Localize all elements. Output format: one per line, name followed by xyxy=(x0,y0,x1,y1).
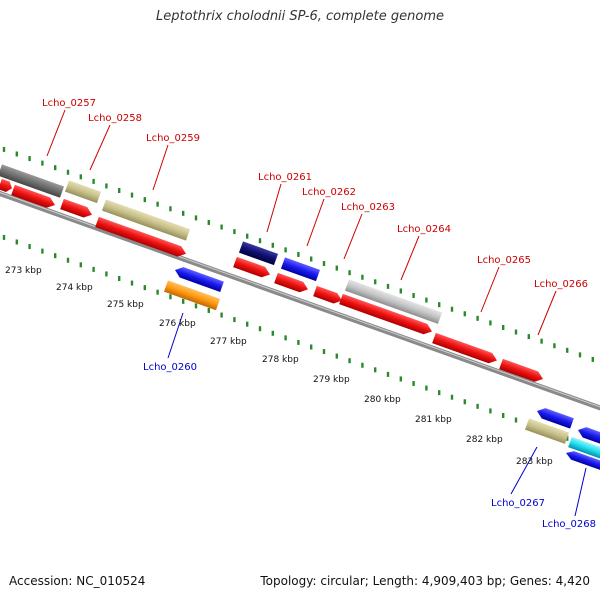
map-title: Leptothrix cholodnii SP-6, complete geno… xyxy=(156,9,444,24)
kbp-label-276: 276 kbp xyxy=(159,319,196,329)
feature-red-cds-j[interactable] xyxy=(499,358,545,384)
feature-blue-rev-0268b[interactable] xyxy=(564,449,600,473)
feature-red-cds-a[interactable] xyxy=(0,178,14,194)
gene-labels: Lcho_0257 Lcho_0258 Lcho_0259 Lcho_0261 … xyxy=(42,98,596,530)
gene-label-lcho-0258[interactable]: Lcho_0258 xyxy=(88,113,142,124)
feature-red-cds-c[interactable] xyxy=(60,198,94,220)
gene-label-lcho-0267[interactable]: Lcho_0267 xyxy=(491,498,545,509)
leader-line xyxy=(167,312,184,359)
feature-red-cds-i[interactable] xyxy=(432,332,499,366)
feature-gray-0257[interactable] xyxy=(0,164,65,198)
kbp-label-273: 273 kbp xyxy=(5,266,42,276)
leader-line xyxy=(574,467,587,517)
kbp-label-281: 281 kbp xyxy=(415,415,452,425)
feature-layer xyxy=(0,109,600,517)
feature-cyan-0268[interactable] xyxy=(568,436,600,462)
feature-blue-0262[interactable] xyxy=(280,257,321,282)
accession-text: Accession: NC_010524 xyxy=(9,574,146,588)
gene-label-lcho-0262[interactable]: Lcho_0262 xyxy=(302,187,356,198)
feature-lgray-0264[interactable] xyxy=(344,279,443,324)
leader-line xyxy=(89,124,111,171)
gene-label-lcho-0257[interactable]: Lcho_0257 xyxy=(42,98,96,109)
kbp-label-274: 274 kbp xyxy=(56,283,93,293)
leader-line xyxy=(480,266,500,313)
leader-line xyxy=(510,446,538,495)
gene-label-lcho-0266[interactable]: Lcho_0266 xyxy=(534,279,588,290)
gene-label-lcho-0265[interactable]: Lcho_0265 xyxy=(477,255,531,266)
feature-blue-rev-0268[interactable] xyxy=(576,425,600,447)
feature-red-cds-g[interactable] xyxy=(313,285,344,306)
kbp-labels: 273 kbp 274 kbp 275 kbp 276 kbp 277 kbp … xyxy=(5,266,553,467)
feature-tan-0258[interactable] xyxy=(64,180,102,204)
kbp-label-283: 283 kbp xyxy=(516,457,553,467)
genome-backbone-highlight xyxy=(0,192,600,408)
feature-orange-0260[interactable] xyxy=(163,280,221,311)
leader-line xyxy=(266,183,282,233)
feature-red-cds-f[interactable] xyxy=(274,272,310,295)
feature-red-cds-h[interactable] xyxy=(339,293,434,337)
leader-line xyxy=(306,198,325,247)
feature-navy-0261[interactable] xyxy=(238,241,279,266)
leader-line xyxy=(152,144,169,191)
kbp-label-282: 282 kbp xyxy=(466,435,503,445)
kbp-label-275: 275 kbp xyxy=(107,300,144,310)
leader-line xyxy=(343,213,363,260)
gene-label-lcho-0268[interactable]: Lcho_0268 xyxy=(542,519,596,530)
gene-label-lcho-0260[interactable]: Lcho_0260 xyxy=(143,362,197,373)
leader-line xyxy=(537,290,557,336)
kbp-label-278: 278 kbp xyxy=(262,355,299,365)
gene-label-lcho-0263[interactable]: Lcho_0263 xyxy=(341,202,395,213)
feature-tan-0259[interactable] xyxy=(101,199,191,241)
kbp-label-279: 279 kbp xyxy=(313,375,350,385)
kbp-label-277: 277 kbp xyxy=(210,337,247,347)
feature-red-cds-e[interactable] xyxy=(233,256,272,280)
feature-blue-rev-0267[interactable] xyxy=(535,406,574,429)
feature-red-cds-b[interactable] xyxy=(11,184,57,210)
topology-text: Topology: circular; Length: 4,909,403 bp… xyxy=(260,574,590,588)
gene-label-lcho-0264[interactable]: Lcho_0264 xyxy=(397,224,451,235)
gene-label-lcho-0261[interactable]: Lcho_0261 xyxy=(258,172,312,183)
feature-red-cds-d[interactable] xyxy=(95,216,188,259)
genome-backbone xyxy=(0,190,600,411)
gene-label-lcho-0259[interactable]: Lcho_0259 xyxy=(146,133,200,144)
kbp-label-280: 280 kbp xyxy=(364,395,401,405)
leader-line xyxy=(400,235,420,281)
feature-blue-rev-0260[interactable] xyxy=(173,265,224,292)
leader-line xyxy=(46,109,66,157)
feature-tan-0267[interactable] xyxy=(524,418,570,444)
